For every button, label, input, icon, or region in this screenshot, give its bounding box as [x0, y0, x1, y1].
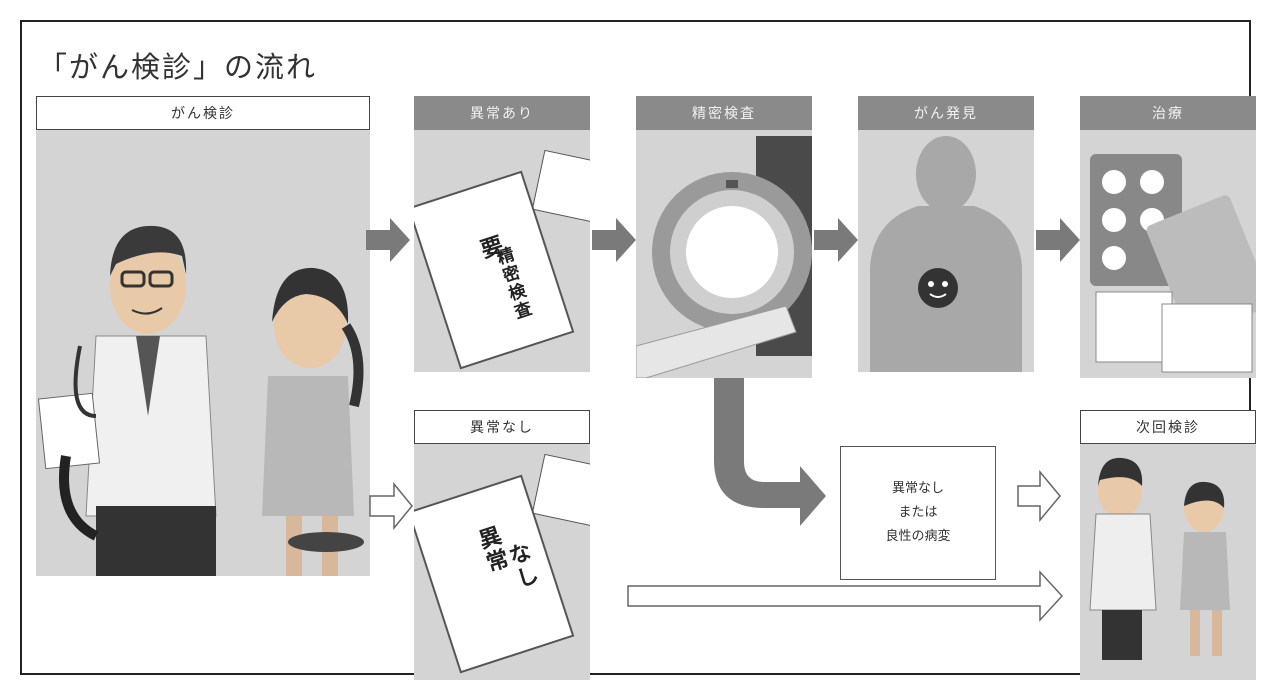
- doctor-patient-small-illustration: [1089, 457, 1230, 660]
- panel-detailed-exam-header: 精密検査: [636, 96, 812, 130]
- document-illustration: [414, 149, 590, 370]
- doctor-patient-illustration: [37, 225, 364, 576]
- panel-treatment-header: 治療: [1080, 96, 1256, 130]
- panel-treatment: 治療: [1080, 96, 1256, 378]
- panel-no-abnormal-header: 異常なし: [414, 410, 590, 444]
- body-tumor-illustration: [870, 136, 1022, 372]
- document-illustration: [414, 453, 590, 674]
- panel-cancer-found: がん発見: [858, 96, 1034, 372]
- panel-screening-header: がん検診: [36, 96, 370, 130]
- result-box-line1: 異常なし: [891, 481, 944, 496]
- result-box-line2: または: [898, 505, 938, 520]
- panel-detailed-exam: 精密検査: [636, 96, 812, 378]
- panel-next-screening: 次回検診: [1080, 410, 1256, 680]
- panel-no-abnormal: 異常なし 異常 なし: [414, 410, 590, 680]
- panel-screening: がん検診: [36, 96, 370, 576]
- panel-abnormal: 異常あり 要 精密検査: [414, 96, 590, 372]
- result-box-line3: 良性の病変: [885, 529, 951, 544]
- result-box: 異常なし または 良性の病変: [840, 446, 996, 580]
- scanner-illustration: [636, 136, 812, 378]
- panel-next-screening-header: 次回検診: [1080, 410, 1256, 444]
- panel-abnormal-header: 異常あり: [414, 96, 590, 130]
- medicine-illustration: [1090, 154, 1256, 373]
- diagram-title: 「がん検診」の流れ: [38, 50, 318, 84]
- panel-cancer-found-header: がん発見: [858, 96, 1034, 130]
